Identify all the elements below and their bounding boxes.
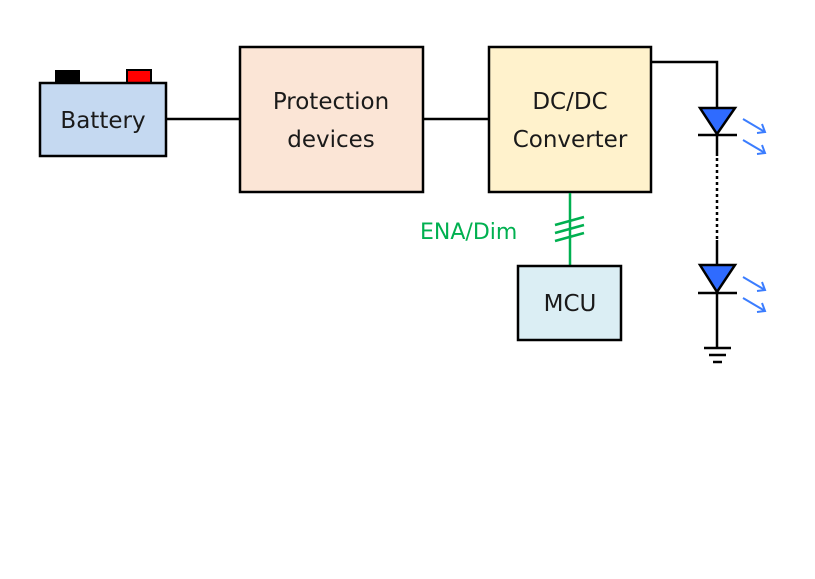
mcu-label: MCU <box>544 291 597 317</box>
bus-slash-3 <box>554 231 585 243</box>
led-2-light-arrows-icon <box>742 276 767 313</box>
led-2 <box>697 263 767 313</box>
led-1-light-arrows-icon <box>742 118 767 155</box>
bus-slash-2 <box>554 223 585 235</box>
converter-block: DC/DC Converter <box>487 45 653 194</box>
protection-box <box>238 45 425 194</box>
bus-slash-1 <box>554 215 585 227</box>
ena-dim-signal: ENA/Dim <box>420 193 585 266</box>
battery-negative-terminal <box>55 70 80 83</box>
protection-label-line2: devices <box>287 127 375 153</box>
wire-converter-led <box>652 60 719 108</box>
converter-box <box>487 45 653 194</box>
protection-block: Protection devices <box>238 45 425 194</box>
protection-label-line1: Protection <box>273 89 389 115</box>
converter-label-line2: Converter <box>513 127 628 153</box>
battery-box <box>38 81 168 158</box>
ground-icon <box>704 346 731 364</box>
battery-label: Battery <box>60 108 145 134</box>
battery-block: Battery <box>38 69 168 158</box>
battery-positive-terminal <box>126 69 152 84</box>
mcu-block: MCU <box>516 264 623 342</box>
converter-label-line1: DC/DC <box>532 89 607 115</box>
led-string <box>697 106 767 364</box>
led-1 <box>697 106 767 155</box>
ena-dim-label: ENA/Dim <box>420 220 517 245</box>
led-1-triangle-icon <box>697 106 738 137</box>
led-2-triangle-icon <box>697 263 738 295</box>
mcu-box <box>516 264 623 342</box>
